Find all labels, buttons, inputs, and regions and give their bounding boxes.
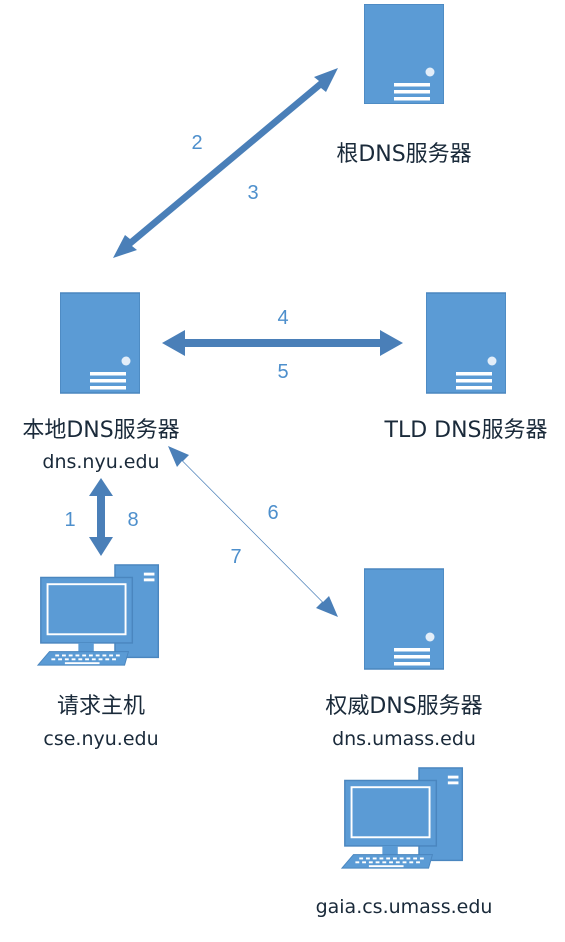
step-2: 2: [191, 132, 202, 154]
arrow-local-host: [89, 478, 113, 556]
step-8: 8: [127, 509, 138, 531]
arrow-local-tld: [162, 330, 403, 356]
authoritative-dns-server-icon: [364, 568, 444, 670]
target-host-computer-icon: [340, 766, 464, 870]
step-5: 5: [277, 361, 288, 383]
step-7: 7: [230, 546, 241, 568]
step-4: 4: [277, 307, 288, 329]
authoritative-dns-host: dns.umass.edu: [332, 728, 476, 750]
authoritative-dns-label: 权威DNS服务器: [325, 694, 482, 719]
local-dns-host: dns.nyu.edu: [42, 451, 159, 473]
root-dns-server-icon: [364, 4, 444, 104]
requesting-host-computer-icon: [36, 563, 160, 667]
step-6: 6: [267, 502, 278, 524]
requesting-host-name: cse.nyu.edu: [43, 728, 158, 750]
local-dns-server-icon: [60, 292, 140, 394]
arrow-local-root: [113, 68, 338, 258]
arrow-local-auth: [168, 446, 338, 617]
tld-dns-label: TLD DNS服务器: [384, 418, 548, 443]
local-dns-label: 本地DNS服务器: [22, 418, 179, 443]
step-3: 3: [247, 182, 258, 204]
target-host-name: gaia.cs.umass.edu: [316, 896, 493, 918]
requesting-host-label: 请求主机: [57, 694, 145, 719]
tld-dns-server-icon: [426, 292, 506, 394]
root-dns-label: 根DNS服务器: [336, 142, 471, 167]
step-1: 1: [64, 509, 75, 531]
